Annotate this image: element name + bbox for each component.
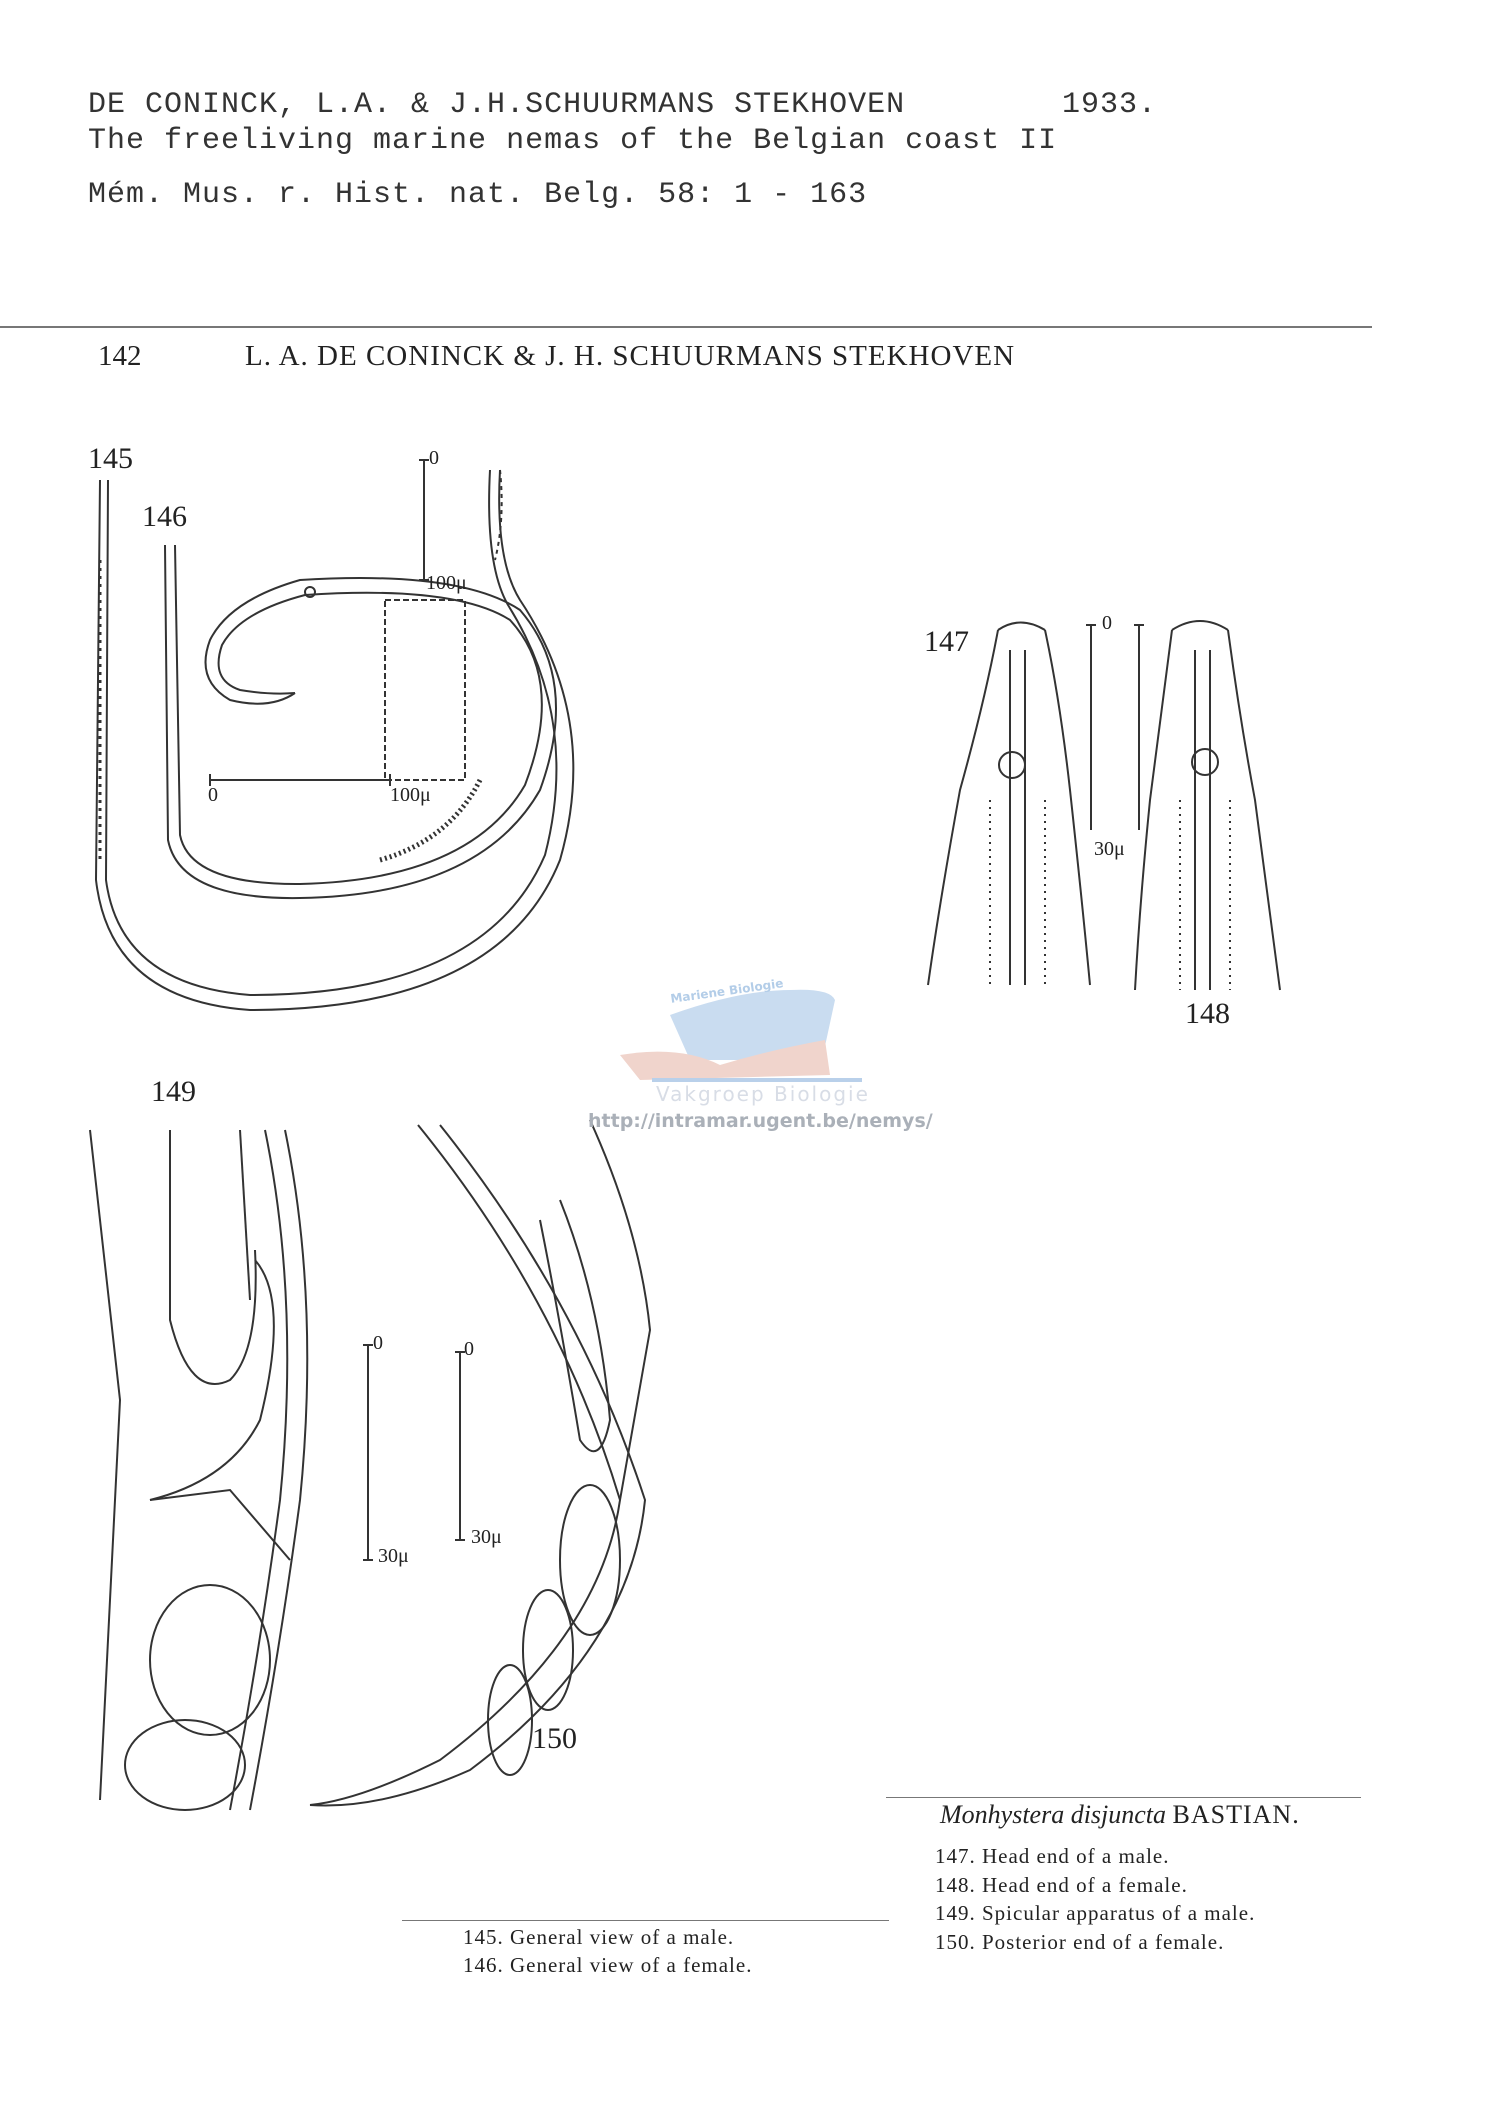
- caption-147: 147. Head end of a male.: [935, 1844, 1170, 1868]
- citation-year: 1933.: [1062, 88, 1158, 122]
- caption-146: 146. General view of a female.: [463, 1953, 753, 1977]
- figure-label-145: 145: [88, 442, 133, 475]
- figure-label-147: 147: [924, 625, 969, 658]
- scale-bar-100-horizontal: [209, 774, 391, 786]
- species-title: Monhystera disjuncta BASTIAN.: [940, 1800, 1300, 1830]
- figure-label-149: 149: [151, 1075, 196, 1108]
- scale-label-value: 30μ: [471, 1526, 502, 1548]
- scale-label-value: 30μ: [378, 1545, 409, 1567]
- figure-label-148: 148: [1185, 997, 1230, 1030]
- watermark-logo: Mariene Biologie Vakgroep Biologie http:…: [588, 970, 933, 1140]
- citation-authors: DE CONINCK, L.A. & J.H.SCHUURMANS STEKHO…: [88, 88, 906, 122]
- species-name: Monhystera disjuncta: [940, 1800, 1167, 1829]
- citation-journal: Mém. Mus. r. Hist. nat. Belg. 58: 1 - 16…: [88, 178, 868, 212]
- species-author: BASTIAN.: [1172, 1800, 1300, 1829]
- caption-149: 149. Spicular apparatus of a male.: [935, 1901, 1256, 1925]
- figure-149-drawing: [89, 1129, 309, 1811]
- watermark-shape: [620, 989, 862, 1082]
- scale-label-zero: 0: [464, 1338, 474, 1360]
- captions-rule: [402, 1920, 889, 1921]
- figure-145-drawing: [94, 469, 575, 1012]
- scale-bars-30-heads: [1086, 624, 1144, 830]
- figure-label-150: 150: [532, 1722, 577, 1755]
- scale-label-zero: 0: [429, 447, 439, 469]
- scale-label-value: 100μ: [426, 572, 467, 594]
- header-rule: [0, 326, 1372, 328]
- figure-label-146: 146: [142, 500, 187, 533]
- watermark-group: Vakgroep Biologie: [656, 1082, 870, 1106]
- scale-label-value: 100μ: [390, 784, 431, 806]
- scale-bar-30-150: [455, 1351, 465, 1541]
- citation-title: The freeliving marine nemas of the Belgi…: [88, 124, 1058, 158]
- scale-label-zero: 0: [1102, 612, 1112, 634]
- species-rule: [886, 1797, 1361, 1798]
- figure-147-drawing: [927, 621, 1091, 986]
- figure-146-drawing: [164, 544, 557, 900]
- page-number: 142: [98, 340, 142, 372]
- caption-148: 148. Head end of a female.: [935, 1873, 1188, 1897]
- scale-label-value: 30μ: [1094, 838, 1125, 860]
- caption-150: 150. Posterior end of a female.: [935, 1930, 1225, 1954]
- scale-label-zero: 0: [208, 784, 218, 806]
- scale-label-zero: 0: [373, 1332, 383, 1354]
- figure-150-drawing: [309, 1119, 652, 1807]
- scale-bar-100-vertical: [419, 459, 429, 581]
- figure-148-drawing: [1134, 620, 1281, 991]
- running-head: L. A. DE CONINCK & J. H. SCHUURMANS STEK…: [245, 340, 1016, 372]
- caption-145: 145. General view of a male.: [463, 1925, 735, 1949]
- scale-bar-30-149: [363, 1344, 373, 1561]
- watermark-url: http://intramar.ugent.be/nemys/: [588, 1110, 933, 1132]
